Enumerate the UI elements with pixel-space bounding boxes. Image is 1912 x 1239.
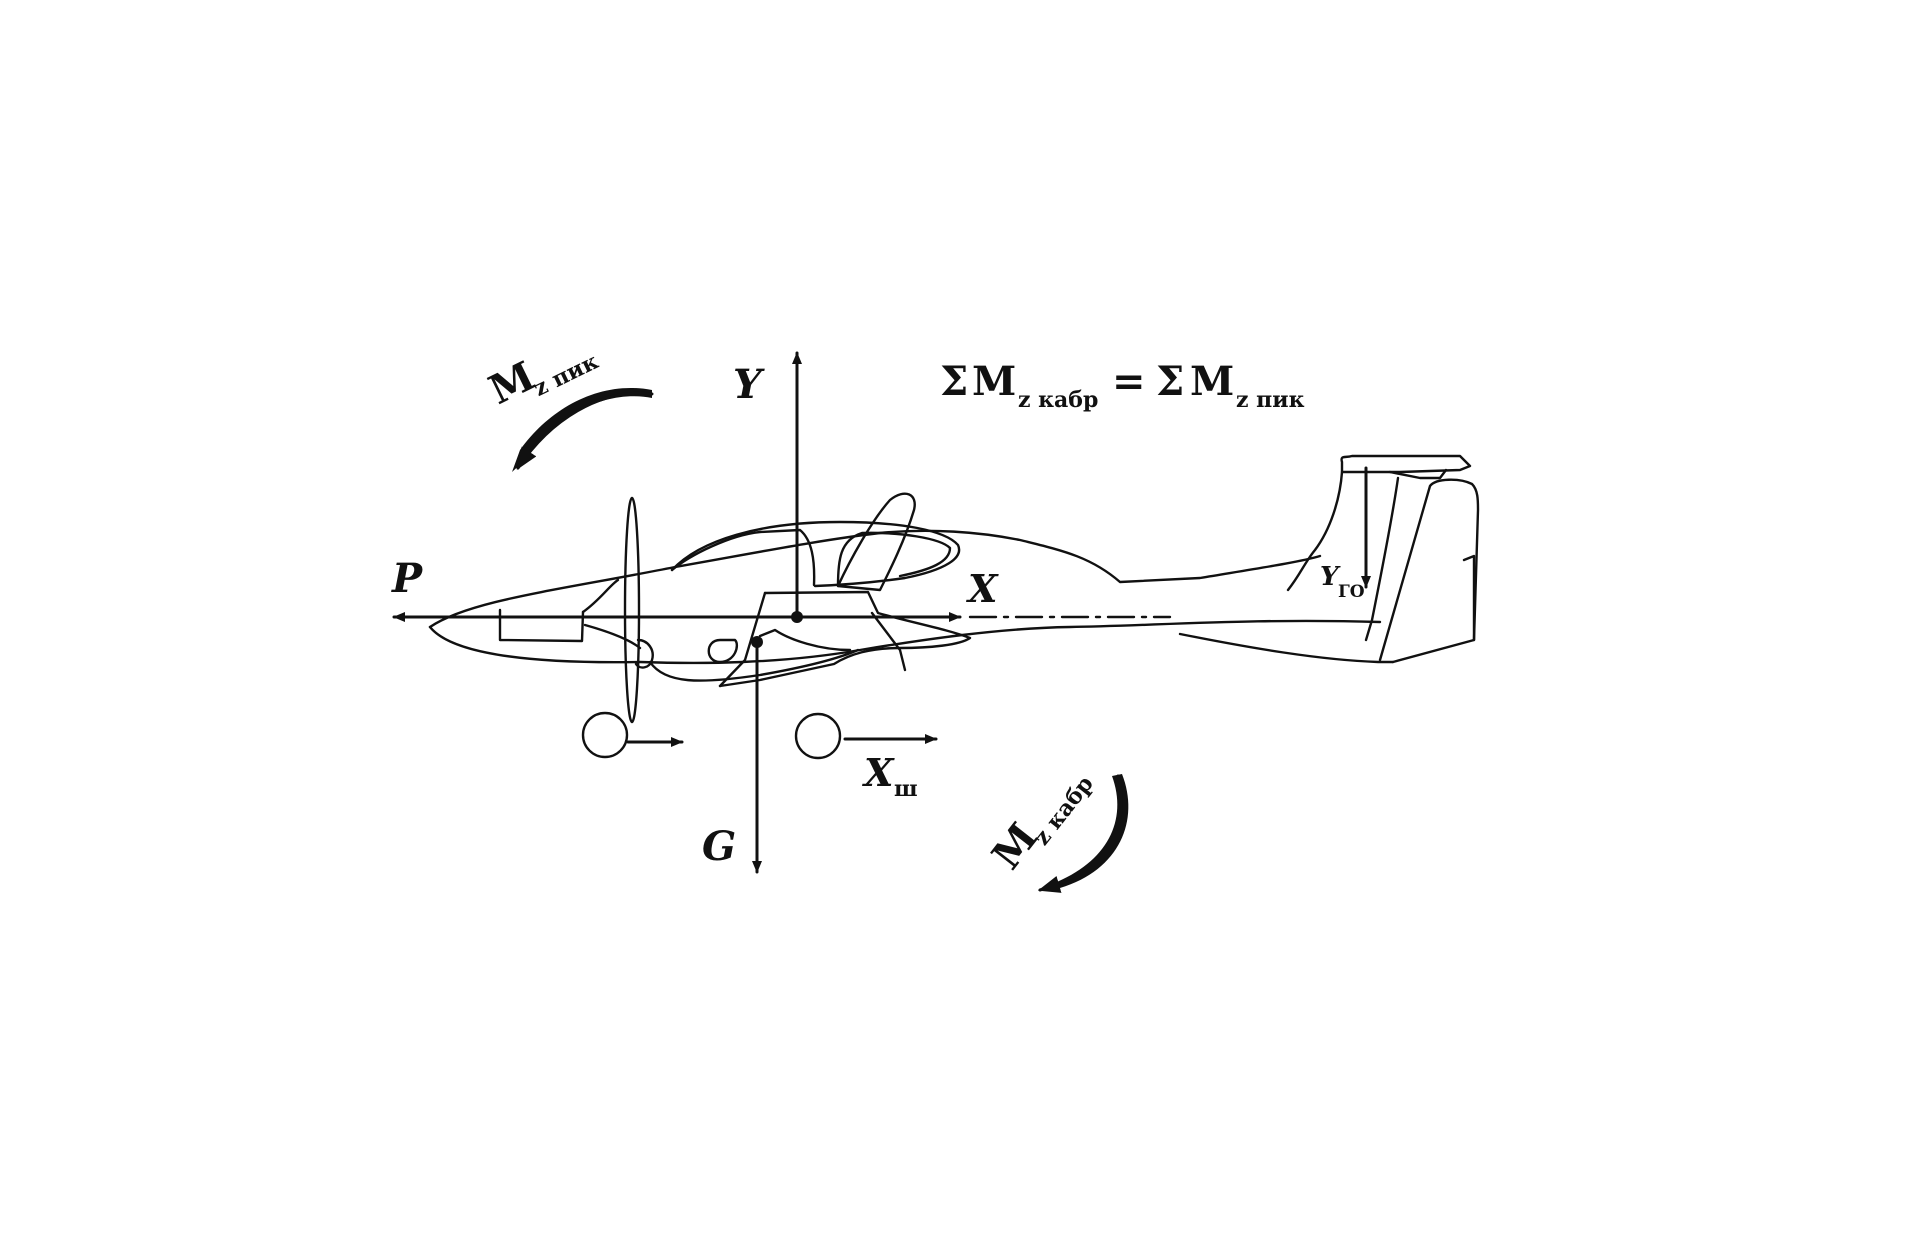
canopy-frame-2 [836,531,952,588]
wing-spar [870,611,907,672]
eq-right-sigma: Σ [1156,358,1184,405]
fuselage-upper [428,529,1322,629]
eq-left-sigma: Σ [940,358,968,405]
aircraft-outline [428,454,1480,724]
main-wheel [794,712,842,760]
label-mz-pik-sub: z пик [530,348,603,401]
eq-left-sub: z кабр [1018,387,1098,413]
mz-pik-moment-curve [516,391,654,470]
label-Y-go: Y [1320,562,1341,592]
fin-line [1364,476,1400,642]
propeller [623,496,641,724]
wing-root [718,590,972,688]
center-of-gravity-dot [751,636,763,648]
eq-right-sub: z пик [1236,387,1305,413]
nose-wheel [581,711,629,759]
eq-equals: = [1112,358,1146,405]
canopy-frame-1 [670,528,816,587]
fuselage-belly [648,648,860,682]
htail-detail [1388,468,1448,480]
label-Y: Y [733,361,765,408]
label-X-sh-sub: ш [894,776,918,802]
eq-right-M: M [1190,358,1234,405]
eq-left-M: M [972,358,1016,405]
wing-fairing [758,628,852,652]
rudder-hinge [1462,554,1476,642]
label-Y-go-sub: ГО [1338,582,1365,602]
wing-leading [718,591,767,688]
moment-equation: Σ M z кабр = Σ M z пик [940,358,1305,413]
canopy-outer [670,520,961,588]
label-P: P [391,555,424,602]
label-mz-kabr-sub: z кабр [1029,771,1099,850]
aerodynamic-center-dot [791,611,803,623]
label-X: X [966,566,999,611]
label-G: G [702,823,736,870]
engine-lower [583,623,642,650]
headrest [836,492,916,592]
mz-kabr-moment-curve [1037,774,1123,893]
engine-cowl [498,608,585,643]
rudder [1378,478,1480,664]
gear-fairing [707,638,739,664]
label-mz-kabr: M z кабр [983,771,1099,878]
fuselage-lower [428,619,1382,665]
mz-pik-moment-arrow [512,387,652,472]
label-X-sh: X [862,750,895,795]
spinner [634,638,654,669]
horizontal-tail [1340,454,1472,474]
vertical-fin [1286,470,1344,592]
engine-line [581,578,620,614]
tailcone [1178,632,1395,664]
